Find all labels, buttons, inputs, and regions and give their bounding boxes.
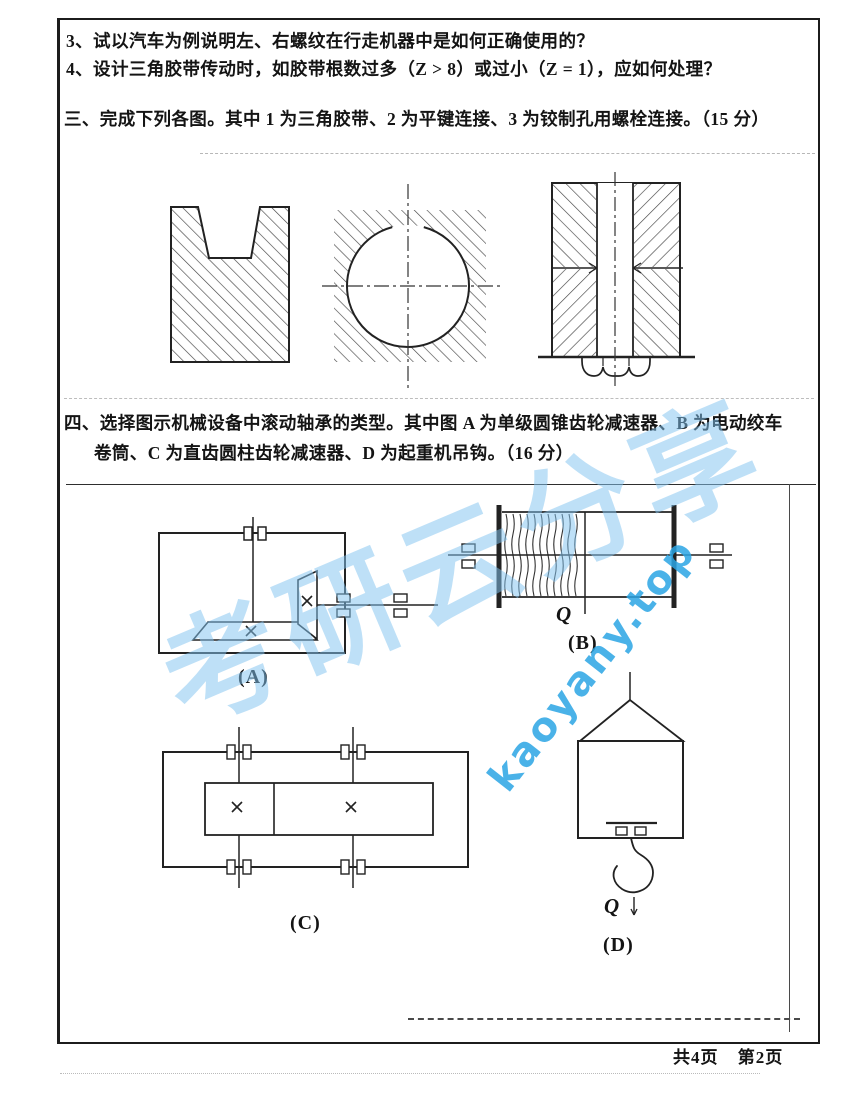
diagram-a-bevel-gear-reducer [158, 517, 438, 654]
diagram-c-spur-gear-reducer [162, 727, 469, 888]
figure-vbelt-pulley-groove [170, 206, 290, 363]
figure-box-top-line [66, 484, 816, 485]
diagram-d-label: (D) [603, 934, 634, 956]
page-border-frame [57, 18, 820, 1044]
diagram-b-winch-drum [448, 505, 732, 614]
diagram-c-label: (C) [290, 912, 321, 934]
diagram-b-load-label: Q [556, 602, 572, 626]
footer-current-page: 第2页 [737, 1048, 784, 1067]
question-4: 4、设计三角胶带传动时，如胶带根数过多（Z > 8）或过小（Z = 1），应如何… [66, 59, 722, 79]
diagram-d-crane-hook [577, 672, 686, 916]
section-three-heading: 三、完成下列各图。其中 1 为三角胶带、2 为平键连接、3 为铰制孔用螺栓连接。… [64, 109, 770, 129]
figure-box-bottom-dashed-line [408, 1018, 800, 1020]
scan-artifact-line [60, 1073, 760, 1074]
figure-reamed-bolt-connection [538, 172, 695, 390]
figure-hub-bore-keyway [322, 184, 502, 392]
section-four-heading-line1: 四、选择图示机械设备中滚动轴承的类型。其中图 A 为单级圆锥齿轮减速器、B 为电… [64, 413, 783, 433]
page-footer: 共4页 第2页 [673, 1043, 783, 1068]
section-four-heading-line2: 卷筒、C 为直齿圆柱齿轮减速器、D 为起重机吊钩。（16 分） [94, 443, 574, 463]
diagram-d-load-label: Q [604, 894, 620, 918]
diagram-a-label: (A) [238, 666, 269, 688]
figure-box-right-line [789, 484, 790, 1032]
scan-artifact-line [64, 398, 814, 399]
question-3: 3、试以汽车为例说明左、右螺纹在行走机器中是如何正确使用的？ [66, 31, 595, 51]
scan-artifact-line [200, 153, 815, 154]
diagram-b-label: (B) [568, 632, 598, 654]
footer-total-pages: 共4页 [673, 1048, 719, 1067]
